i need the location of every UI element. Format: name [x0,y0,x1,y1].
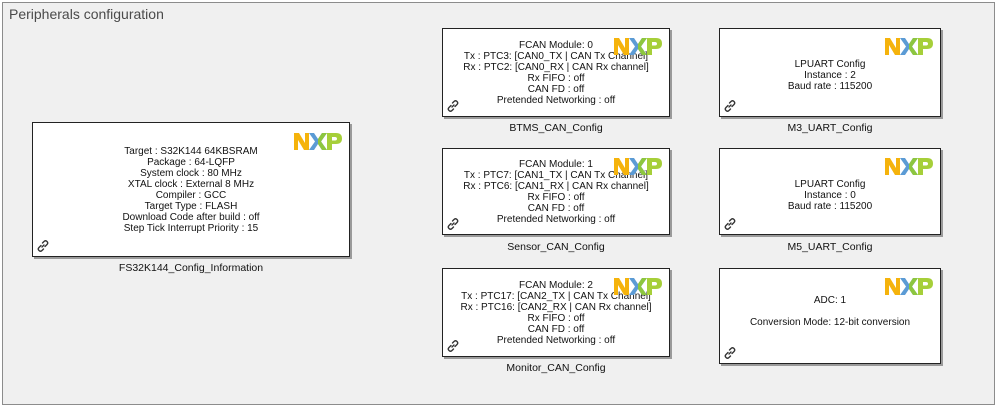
link-icon[interactable] [446,99,460,113]
block-text-line: ADC: 1 [813,295,847,306]
block-text-line: Tx : PTC17: [CAN2_TX | CAN Tx Channel] [461,291,651,302]
block-name-label[interactable]: BTMS_CAN_Config [509,122,603,134]
nxp-logo [884,35,934,57]
block-text-line: CAN FD : off [527,324,585,335]
block-text-line: LPUART Config [794,179,866,190]
block-text-line: FCAN Module: 0 [519,40,593,51]
block-text-line [720,306,940,317]
block-name-label[interactable]: M5_UART_Config [787,241,873,253]
block-text-line: Rx FIFO : off [527,313,585,324]
nxp-logo [613,275,663,297]
block-text-line: Tx : PTC3: [CAN0_TX | CAN Tx Channel] [463,51,649,62]
adc-config-block[interactable]: ADC: 1 Conversion Mode: 12-bit conversio… [719,268,941,364]
link-icon[interactable] [723,217,737,231]
area-title: Peripherals configuration [9,6,164,22]
block-text-line: Target : S32K144 64KBSRAM [124,146,258,157]
block-text-line: Pretended Networking : off [496,95,616,106]
block-text-line: Baud rate : 115200 [787,81,873,92]
block-text-line: Baud rate : 115200 [787,201,873,212]
block-name-label[interactable]: M3_UART_Config [787,122,873,134]
link-icon[interactable] [446,339,460,353]
block-text-line: Pretended Networking : off [496,214,616,225]
block-text-line: Target Type : FLASH [144,201,238,212]
block-text-line: Rx : PTC6: [CAN1_RX | CAN Rx channel] [463,181,649,192]
block-text-line: Download Code after build : off [122,212,260,223]
link-icon[interactable] [723,99,737,113]
block-text-line: CAN FD : off [527,84,585,95]
block-text-line: Rx FIFO : off [527,192,585,203]
block-text: ADC: 1 Conversion Mode: 12-bit conversio… [720,295,940,328]
block-text-line: FCAN Module: 1 [519,159,593,170]
block-text-line: Compiler : GCC [155,190,227,201]
block-text-line: Instance : 2 [804,70,856,81]
link-icon[interactable] [446,217,460,231]
nxp-logo [884,275,934,297]
block-name-label[interactable]: Sensor_CAN_Config [507,241,605,253]
nxp-logo [613,35,663,57]
block-text-line: XTAL clock : External 8 MHz [127,179,255,190]
block-text-line: Package : 64-LQFP [147,157,235,168]
block-text-line: Pretended Networking : off [496,335,616,346]
block-text-line: Conversion Mode: 12-bit conversion [749,317,911,328]
block-name-label[interactable]: FS32K144_Config_Information [118,262,264,274]
nxp-logo [884,155,934,177]
block-text-line: System clock : 80 MHz [140,168,242,179]
block-text-line: FCAN Module: 2 [519,280,593,291]
block-text-line: Step Tick Interrupt Priority : 15 [123,223,259,234]
block-text-line: Rx : PTC2: [CAN0_RX | CAN Rx channel] [463,62,649,73]
block-name-label[interactable]: Monitor_CAN_Config [506,362,606,374]
block-text-line: CAN FD : off [527,203,585,214]
link-icon[interactable] [723,346,737,360]
nxp-logo [613,155,663,177]
block-text-line: Instance : 0 [804,190,856,201]
block-text-line: Rx FIFO : off [527,73,585,84]
block-text-line: Rx : PTC16: [CAN2_RX | CAN Rx channel] [460,302,652,313]
nxp-logo [293,130,343,152]
block-text-line: Tx : PTC7: [CAN1_TX | CAN Tx Channel] [463,170,649,181]
block-text-line: LPUART Config [794,59,866,70]
link-icon[interactable] [36,239,50,253]
